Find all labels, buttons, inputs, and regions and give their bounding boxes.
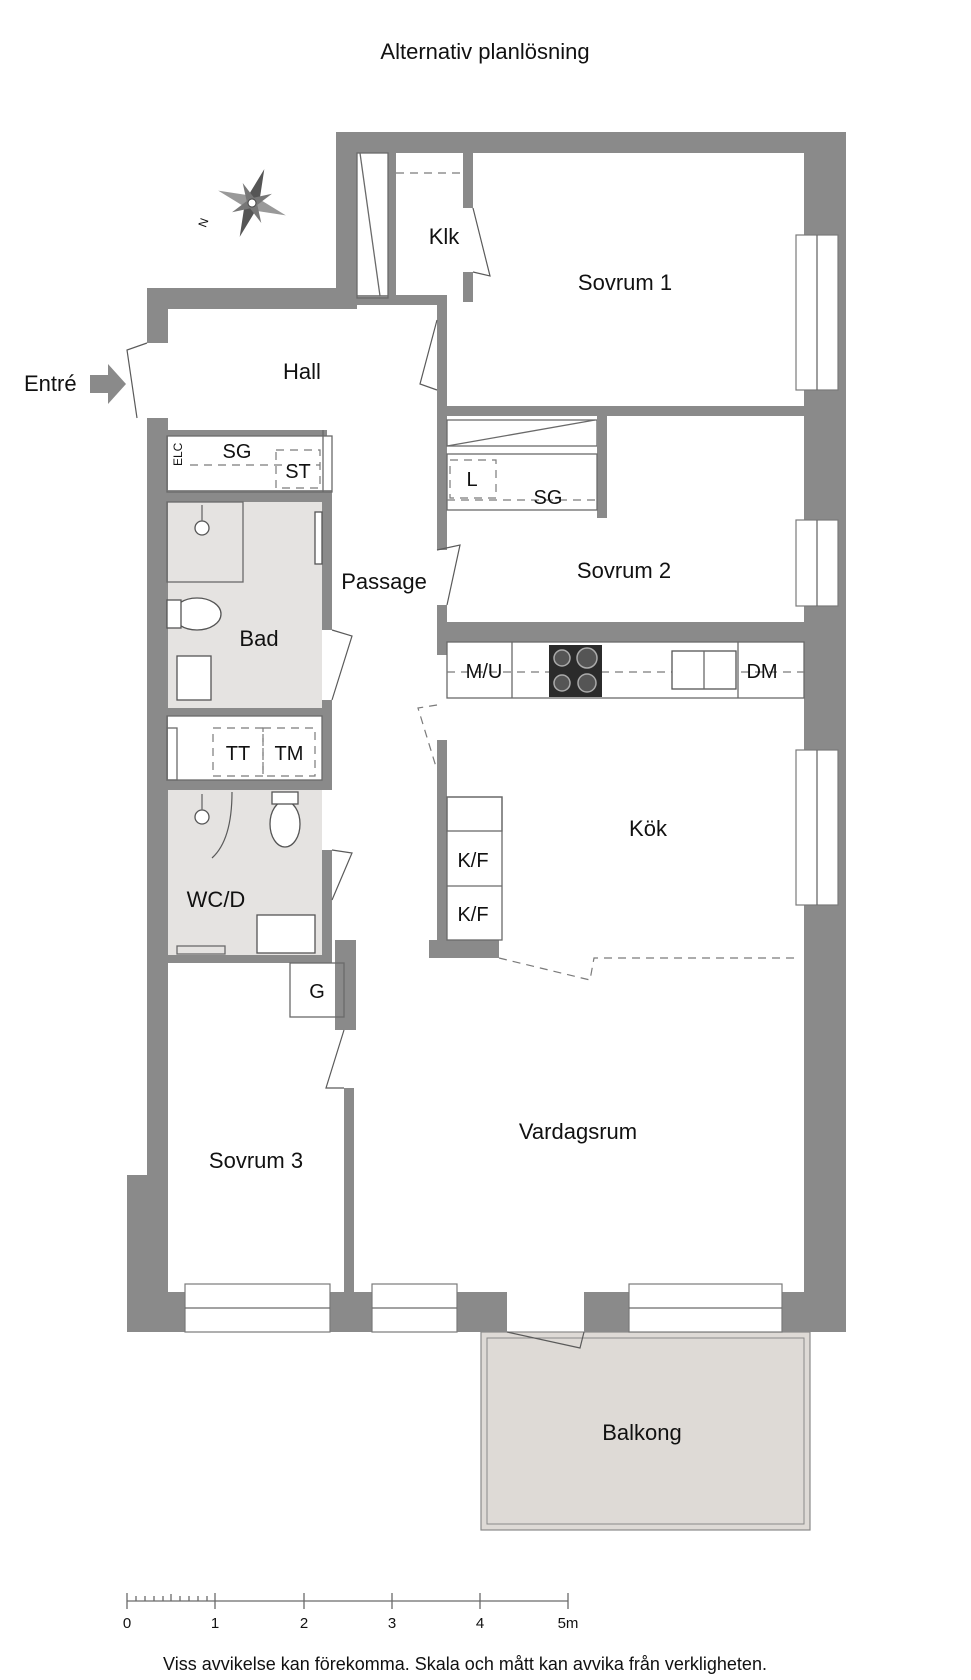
room-kok: Kök bbox=[629, 816, 668, 841]
label-kf-1: K/F bbox=[457, 850, 488, 872]
label-g: G bbox=[309, 981, 325, 1003]
wc-washbasin-icon bbox=[256, 914, 316, 954]
room-sovrum-3: Sovrum 3 bbox=[209, 1148, 303, 1173]
room-balkong: Balkong bbox=[602, 1420, 682, 1445]
label-tm: TM bbox=[275, 743, 304, 765]
label-sg-bedroom2: SG bbox=[534, 487, 563, 509]
compass-rose-icon bbox=[218, 169, 286, 237]
room-vardagsrum: Vardagsrum bbox=[519, 1119, 637, 1144]
hall-closet bbox=[166, 435, 333, 493]
scale-label-2: 2 bbox=[300, 1615, 308, 1632]
label-kf-2: K/F bbox=[457, 904, 488, 926]
label-dm: DM bbox=[746, 661, 777, 683]
label-l: L bbox=[466, 469, 477, 491]
washbasin-icon bbox=[176, 655, 212, 701]
disclaimer: Viss avvikelse kan förekomma. Skala och … bbox=[163, 1654, 767, 1674]
entrance-label: Entré bbox=[24, 371, 77, 396]
label-st: ST bbox=[285, 461, 311, 483]
label-elc: ELC bbox=[171, 442, 185, 466]
label-sg-hall: SG bbox=[223, 441, 252, 463]
scale-label-3: 3 bbox=[388, 1615, 396, 1632]
entrance-arrow-icon bbox=[90, 364, 126, 404]
room-sovrum-1: Sovrum 1 bbox=[578, 270, 672, 295]
scale-label-5m: 5m bbox=[558, 1615, 579, 1632]
balcony-floor bbox=[480, 1331, 811, 1531]
compass-north-label: N bbox=[195, 216, 211, 229]
scale-label-4: 4 bbox=[476, 1615, 484, 1632]
room-wc-d: WC/D bbox=[187, 887, 246, 912]
scale-bar bbox=[126, 1593, 569, 1609]
room-passage: Passage bbox=[341, 569, 427, 594]
scale-label-1: 1 bbox=[211, 1615, 219, 1632]
room-sovrum-2: Sovrum 2 bbox=[577, 558, 671, 583]
windows bbox=[184, 234, 839, 1333]
label-tt: TT bbox=[226, 743, 250, 765]
room-bad: Bad bbox=[239, 626, 278, 651]
plan-title: Alternativ planlösning bbox=[380, 39, 589, 64]
room-klk: Klk bbox=[429, 224, 461, 249]
room-hall: Hall bbox=[283, 359, 321, 384]
shower-icon bbox=[194, 520, 210, 536]
g-cabinet bbox=[289, 962, 345, 1018]
doors bbox=[126, 152, 800, 1349]
label-mu: M/U bbox=[466, 661, 503, 683]
wc-toilet-icon bbox=[269, 800, 301, 848]
scale-label-0: 0 bbox=[123, 1615, 131, 1632]
kitchen-counter bbox=[446, 641, 805, 699]
wc-shower-icon bbox=[194, 809, 210, 825]
st-cabinet bbox=[275, 449, 321, 489]
